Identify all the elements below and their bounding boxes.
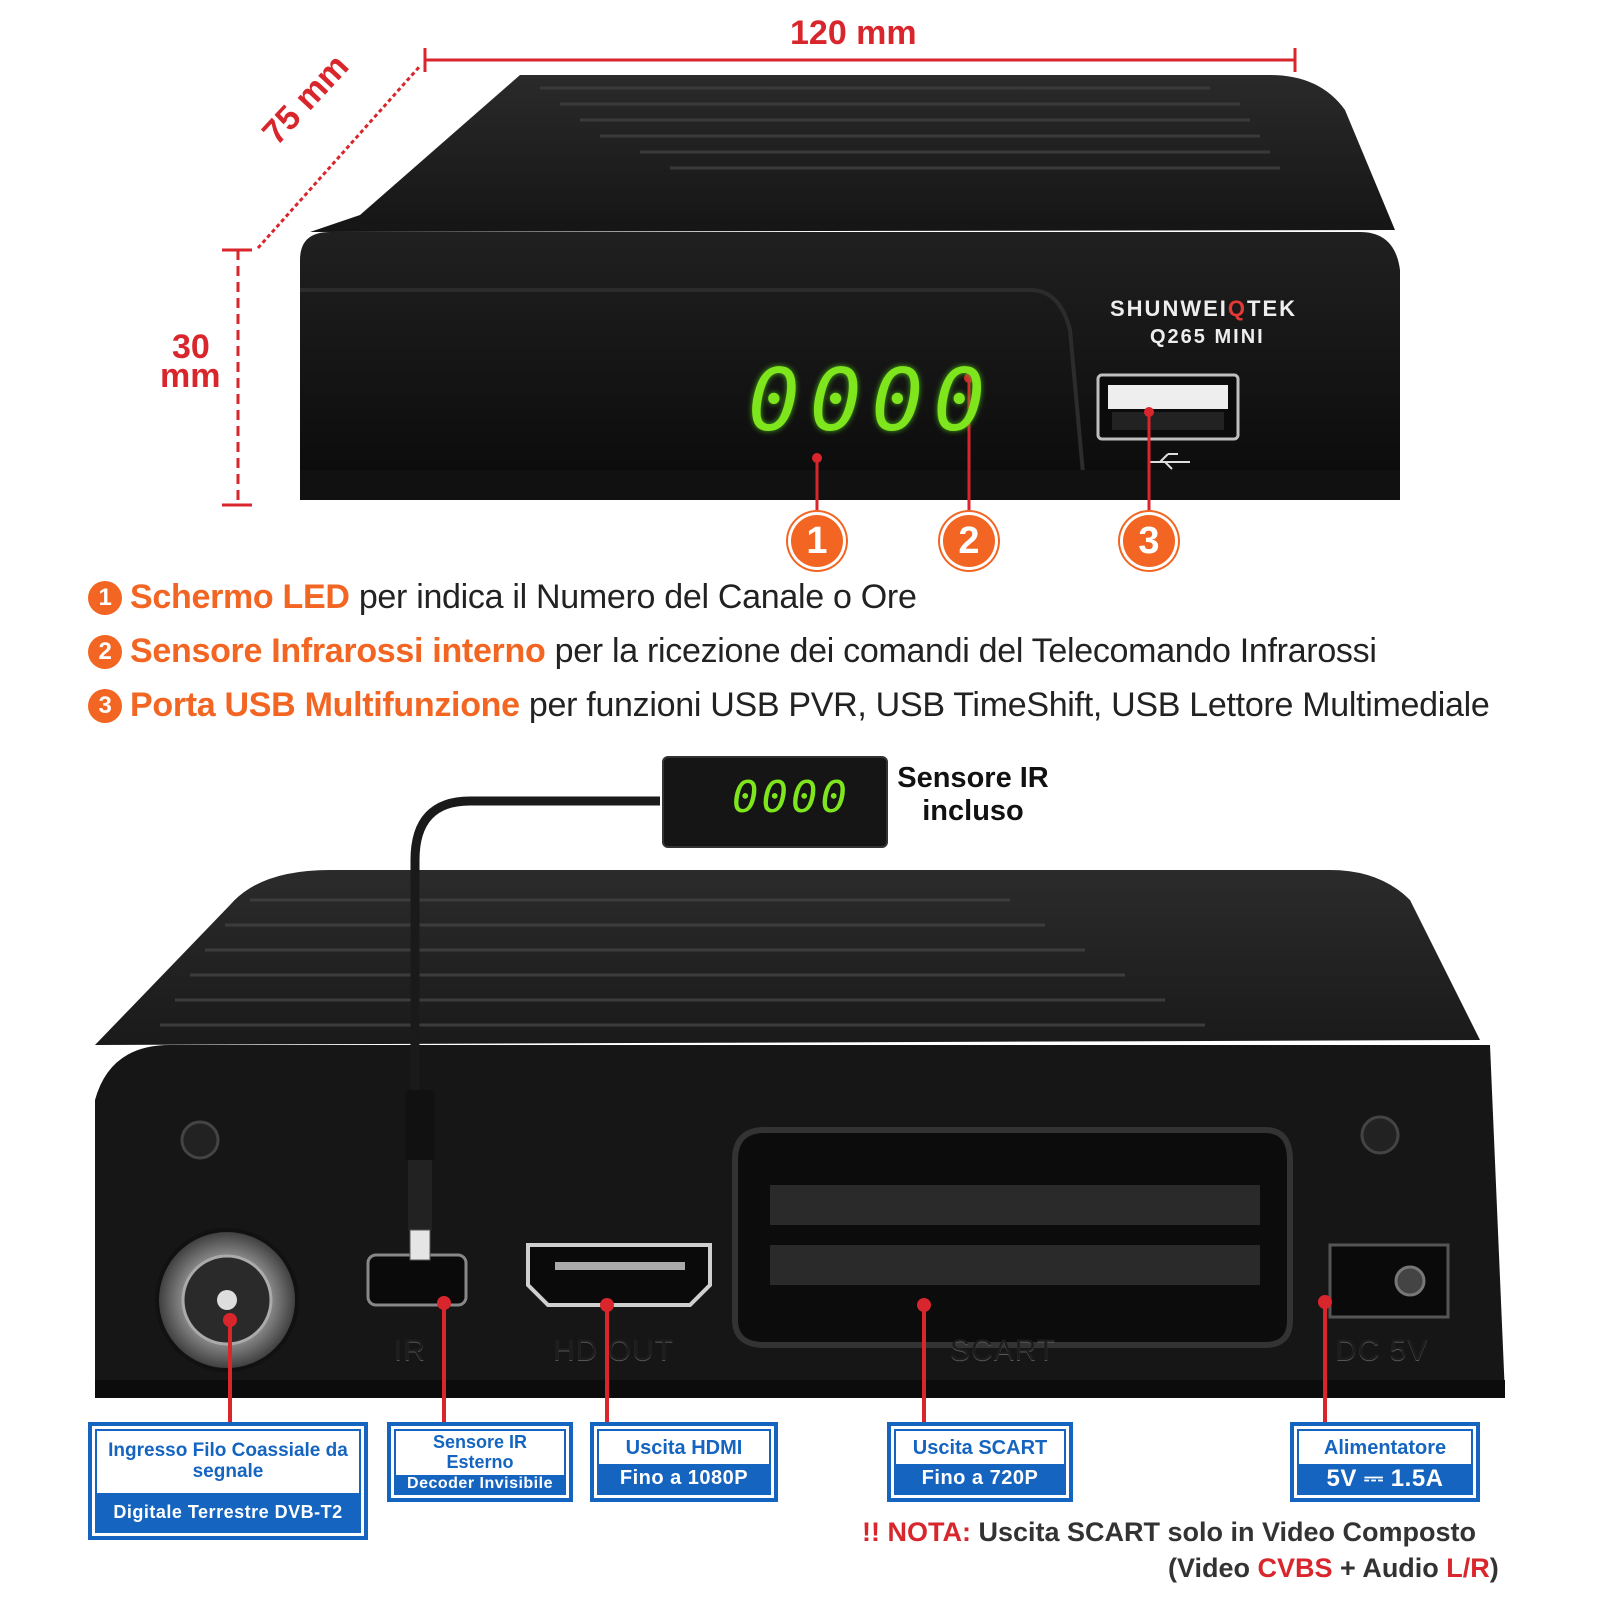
note-line2-e: ) [1489,1553,1499,1583]
power-info-bottom: 5V ⎓ 1.5A [1299,1464,1471,1493]
height-dimension-value: 30 [172,328,210,366]
ir-sensor-module [662,756,888,848]
feature-number: 1 [88,581,122,615]
note-line2-a: (Video [1168,1553,1258,1583]
scart-note-line1: !! NOTA: Uscita SCART solo in Video Comp… [862,1517,1476,1548]
model-name: Q265 MINI [1150,326,1265,348]
hdmi-info-box: Uscita HDMI Fino a 1080P [590,1422,778,1502]
usb-symbol [1150,453,1190,470]
scart-info-box: Uscita SCART Fino a 720P [887,1422,1073,1502]
ir-info-bottom: Decoder Invisibile [396,1474,564,1493]
hdmi-info-top: Uscita HDMI [599,1431,769,1464]
scart-note-line2: (Video CVBS + Audio L/R) [1168,1553,1499,1584]
depth-dimension-line [256,65,422,249]
hdmi-info-bottom: Fino a 1080P [599,1464,769,1493]
width-dimension-line [423,48,1297,72]
led-display: 0000 [748,351,996,451]
scart-info-bottom: Fino a 720P [896,1464,1064,1493]
scart-info-top: Uscita SCART [896,1431,1064,1464]
ir-port-label: IR [394,1334,426,1367]
callout-3: 3 [1123,515,1175,567]
note-cvbs: CVBS [1257,1553,1333,1583]
scart-port-label: SCART [950,1334,1057,1367]
scart-port [732,1127,1293,1348]
note-line2-c: + Audio [1332,1553,1447,1583]
dc-port-label: DC 5V [1335,1334,1429,1367]
antenna-info-bottom: Digitale Terrestre DVB-T2 [97,1493,359,1531]
ir-port [366,1253,468,1307]
brand-logo: SHUNWEIQTEK [1110,296,1297,322]
power-info-box: Alimentatore 5V ⎓ 1.5A [1290,1422,1480,1502]
antenna-info-top: Ingresso Filo Coassiale da segnale [97,1431,359,1494]
ir-sensor-label: Sensore IR incluso [893,762,1053,829]
dc-jack [1328,1243,1450,1319]
ir-cable [410,796,660,1095]
note-prefix: !! NOTA: [862,1517,971,1547]
feature-text: per indica il Numero del Canale o Ore [358,578,917,616]
screw-right [1360,1115,1400,1155]
note-line1-text: Uscita SCART solo in Video Composto [978,1517,1477,1547]
feature-text: per funzioni USB PVR, USB TimeShift, USB… [528,686,1490,724]
feature-title: Porta USB Multifunzione [130,686,520,724]
screw-left [180,1120,220,1160]
power-info-top: Alimentatore [1299,1431,1471,1464]
height-dimension-line [222,248,252,507]
note-lr: L/R [1446,1553,1490,1583]
callout-1: 1 [791,515,843,567]
hdmi-port-label: HD OUT [553,1334,674,1367]
feature-title: Schermo LED [130,578,350,616]
ir-sensor-label-line1: Sensore IR [897,762,1049,794]
ir-sensor-display: 0000 [732,772,850,823]
ir-info-box: Sensore IR Esterno Decoder Invisibile [387,1422,573,1502]
front-view-illustration [222,48,1400,520]
rear-box-top [95,870,1480,1045]
brand-q: Q [1227,296,1248,321]
brand-suffix: TEK [1247,296,1298,321]
ir-sensor-label-line2: incluso [922,795,1024,828]
height-dimension-unit: mm [160,357,221,395]
brand-prefix: SHUNWEI [1110,296,1228,321]
feature-title: Sensore Infrarossi interno [130,632,546,670]
rear-view-illustration [95,796,1505,1440]
callout-2: 2 [943,515,995,567]
ir-info-top: Sensore IR Esterno [396,1431,564,1475]
feature-number: 2 [88,635,122,669]
feature-text: per la ricezione dei comandi del Telecom… [554,632,1377,670]
hdmi-port [526,1243,712,1307]
width-dimension-label: 120 mm [790,14,917,52]
antenna-info-box: Ingresso Filo Coassiale da segnale Digit… [88,1422,368,1540]
feature-number: 3 [88,689,122,723]
